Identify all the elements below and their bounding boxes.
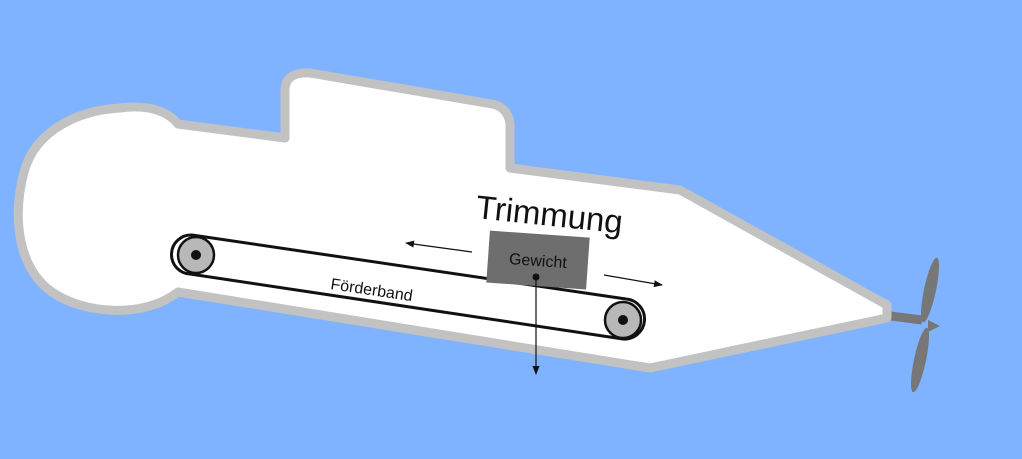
weight-label: Gewicht [508, 251, 567, 272]
pulley-right [603, 300, 643, 340]
center-of-mass-dot [532, 273, 540, 281]
weight-block: Gewicht [486, 230, 590, 290]
right-arrow-icon [603, 274, 663, 288]
propeller-blade-upper [920, 257, 940, 323]
left-arrow-icon [405, 240, 473, 253]
submarine-hull [13, 68, 892, 373]
pulley-left [176, 235, 216, 275]
propeller-hub [928, 320, 940, 332]
propeller-blade-lower [910, 327, 930, 393]
